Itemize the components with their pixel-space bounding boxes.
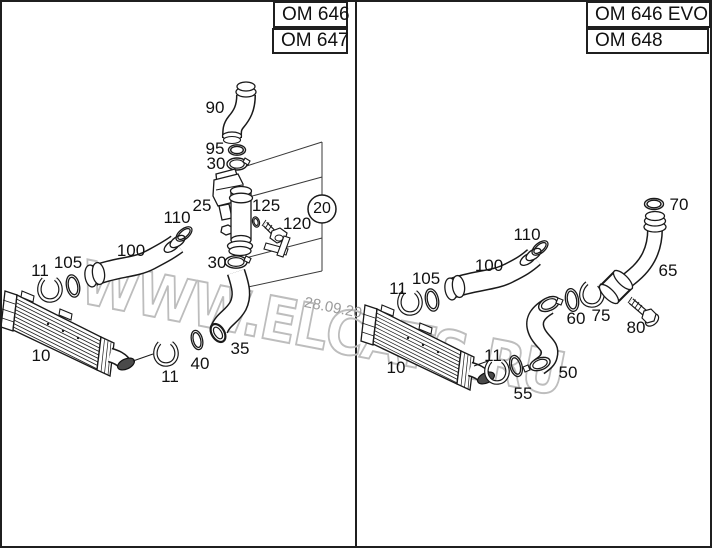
part-number-55: 55 [513,384,533,403]
part-number-105-left: 105 [53,253,83,272]
seal-ring-105-left-drawing [65,274,81,298]
part-number-10-left: 10 [31,346,51,365]
part-number-65: 65 [658,261,678,280]
seal-ring-55-drawing [508,354,524,378]
intercooler-left-drawing [0,290,154,377]
engine-code-box-om646: OM 646 [273,1,350,28]
sensor-120-drawing [261,219,291,258]
part-number-100-right: 100 [474,256,504,275]
clamp-30-upper-drawing [226,157,251,171]
seal-ring-110-left-drawing [175,226,193,242]
bolt-80-drawing [627,296,660,327]
group-callout-circle [307,194,337,224]
seal-ring-125-drawing [251,216,261,228]
seal-ring-70-drawing [643,197,665,211]
engine-code-label: OM 646 [282,3,350,25]
part-number-11-right-left: 11 [389,279,407,298]
clip-11-left-drawing [39,279,60,300]
part-number-120: 120 [282,214,312,233]
engine-code-label: OM 646 EVO [595,3,708,25]
engine-code-box-om648: OM 648 [586,28,709,54]
part-number-70: 70 [669,195,689,214]
part-number-100-left: 100 [116,241,146,260]
part-number-80: 80 [626,318,646,337]
pipe-65-drawing [598,210,667,305]
part-number-30-lower: 30 [207,253,227,272]
part-number-90: 90 [205,98,225,117]
intercooler-right-drawing [360,304,496,391]
part-number-50: 50 [558,363,578,382]
part-number-11-top-left: 11 [31,261,49,280]
part-number-110-right: 110 [513,225,541,244]
seal-ring-40-drawing [190,329,204,351]
part-number-11-bottom-left: 11 [161,367,179,386]
engine-code-label: OM 648 [595,30,663,51]
hose-90-drawing [221,81,257,145]
hose-100-right-drawing [444,247,542,301]
hose-100-left-drawing [84,234,186,288]
hose-35-drawing [209,268,251,344]
part-number-60: 60 [566,309,586,328]
clip-11-bottom-drawing [155,343,176,364]
panel-divider-line [355,0,357,548]
part-number-95: 95 [205,139,225,158]
part-number-110-left: 110 [163,208,191,227]
engine-code-label: OM 647 [281,30,349,51]
seal-ring-105-right-drawing [424,288,440,312]
part-number-105-right: 105 [411,269,441,288]
charge-pipe-25-drawing [212,168,254,257]
group-callout-20: 20 [313,200,331,217]
seal-ring-110-right-drawing [531,240,549,256]
engine-code-box-om647: OM 647 [272,28,349,54]
part-number-11-right-bottom: 11 [484,346,502,365]
part-number-25: 25 [192,196,212,215]
part-number-35: 35 [230,339,250,358]
clamp-30-lower-drawing [224,255,252,269]
seal-ring-95-drawing [227,144,247,156]
hose-50-drawing [522,295,564,375]
part-number-75: 75 [591,306,611,325]
engine-code-box-om646evo: OM 646 EVO [586,1,711,28]
part-number-10-right: 10 [386,358,406,377]
seal-ring-60-drawing [564,287,580,313]
part-number-30-upper: 30 [206,154,226,173]
part-number-40: 40 [190,354,210,373]
part-number-125: 125 [251,196,281,215]
